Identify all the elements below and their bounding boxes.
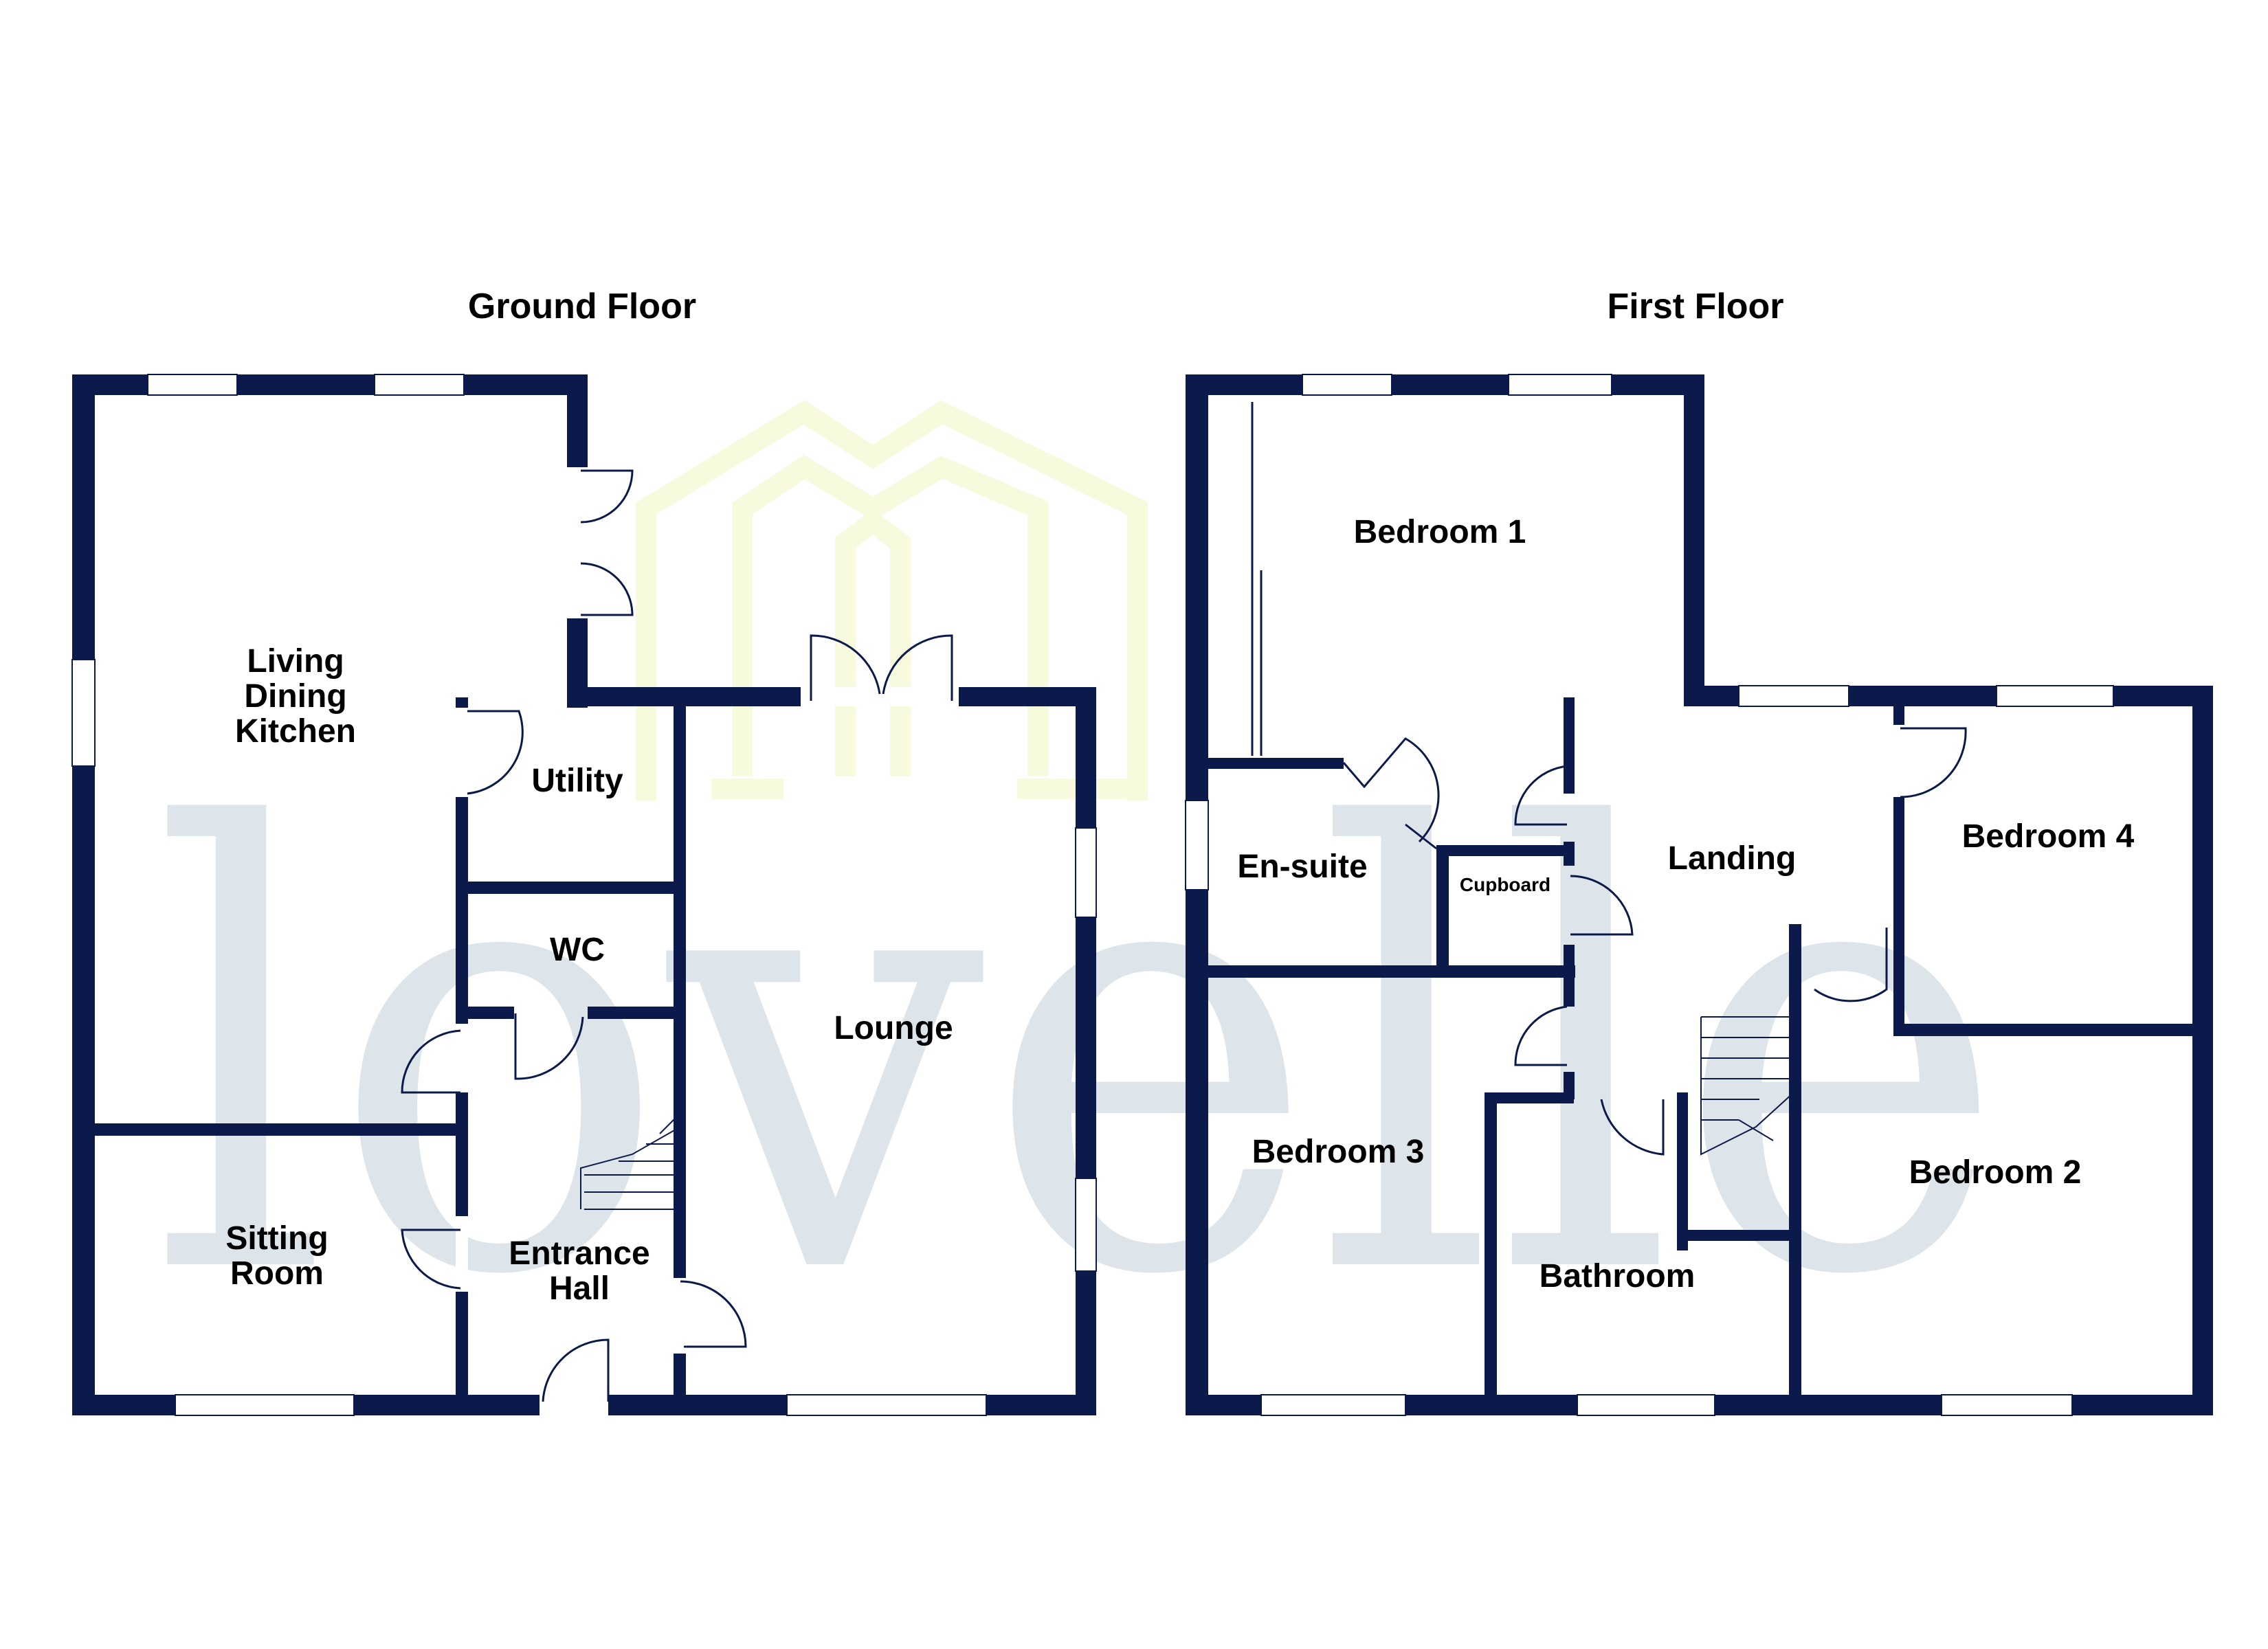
windows [71,374,2114,1416]
room-label-hall: Hall [549,1270,610,1307]
room-label-bathroom: Bathroom [1539,1258,1696,1294]
ground-floor-walls [72,374,1096,1415]
room-label-utility: Utility [531,763,623,799]
room-label-bedroom-3: Bedroom 3 [1252,1134,1425,1170]
room-label-wc: WC [550,932,605,968]
room-label-bedroom-4: Bedroom 4 [1962,818,2135,855]
room-label-entrance: Entrance [509,1235,649,1272]
room-label-sitting: Sitting [225,1220,328,1257]
doors [401,467,1967,1415]
ground-floor-title: Ground Floor [468,287,696,326]
first-floor-labels: Bedroom 1 En-suite Cupboard Landing Bedr… [1237,514,2134,1294]
room-label-sitting-room: Room [230,1255,324,1292]
room-label-cupboard: Cupboard [1460,874,1550,895]
room-label-bedroom-2: Bedroom 2 [1909,1154,2082,1191]
first-floor-title: First Floor [1607,287,1783,326]
wardrobe [1251,402,1263,756]
room-label-dining: Dining [244,678,346,715]
room-label-lounge: Lounge [834,1010,953,1046]
stairs [580,1016,1794,1210]
room-label-bedroom-1: Bedroom 1 [1354,514,1526,550]
room-label-en-suite: En-suite [1237,849,1367,885]
room-label-kitchen: Kitchen [235,713,356,750]
room-label-living: Living [247,643,344,680]
ground-floor-labels: Living Dining Kitchen Utility WC Lounge … [225,643,953,1307]
room-label-landing: Landing [1668,840,1797,877]
